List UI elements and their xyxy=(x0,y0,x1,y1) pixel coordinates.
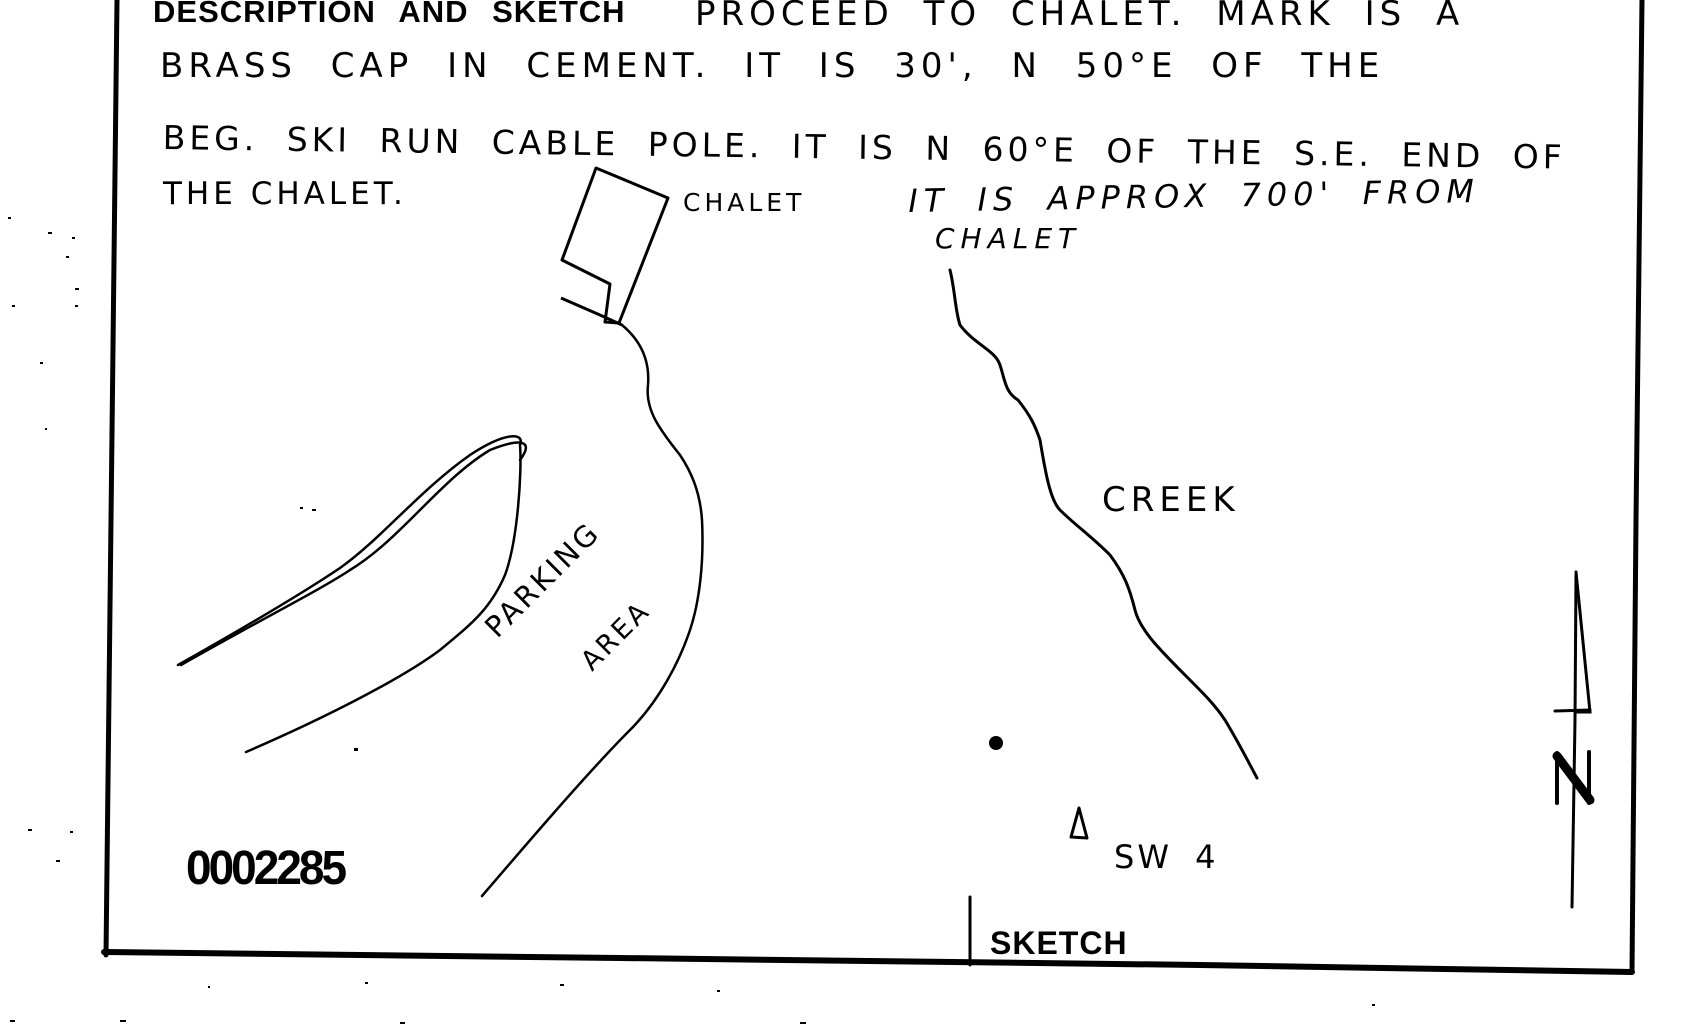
sketch-section-label: SKETCH xyxy=(990,925,1128,961)
parking-area-outline xyxy=(176,323,704,898)
document-number-stamp: 0002285 xyxy=(186,839,347,895)
station-triangle-icon xyxy=(1069,806,1089,840)
mark-dot-icon xyxy=(989,736,1003,750)
description-line-2: BRASS CAP IN CEMENT. IT IS 30', N 50°E O… xyxy=(160,46,1385,86)
description-line-4: THE CHALET. xyxy=(163,176,407,212)
chalet-icon xyxy=(560,166,670,327)
section-label: DESCRIPTION AND SKETCH xyxy=(153,0,626,29)
description-line-1: PROCEED TO CHALET. MARK IS A xyxy=(695,0,1465,34)
station-label: SW 4 xyxy=(1114,838,1219,876)
form-border xyxy=(101,0,1645,975)
creek-line xyxy=(948,268,1259,780)
creek-label: CREEK xyxy=(1102,480,1240,520)
north-arrow-icon xyxy=(1552,570,1595,909)
scan-noise xyxy=(8,217,1375,1024)
distance-note-line-2: CHALET xyxy=(935,222,1082,255)
chalet-label: CHALET xyxy=(683,188,806,217)
